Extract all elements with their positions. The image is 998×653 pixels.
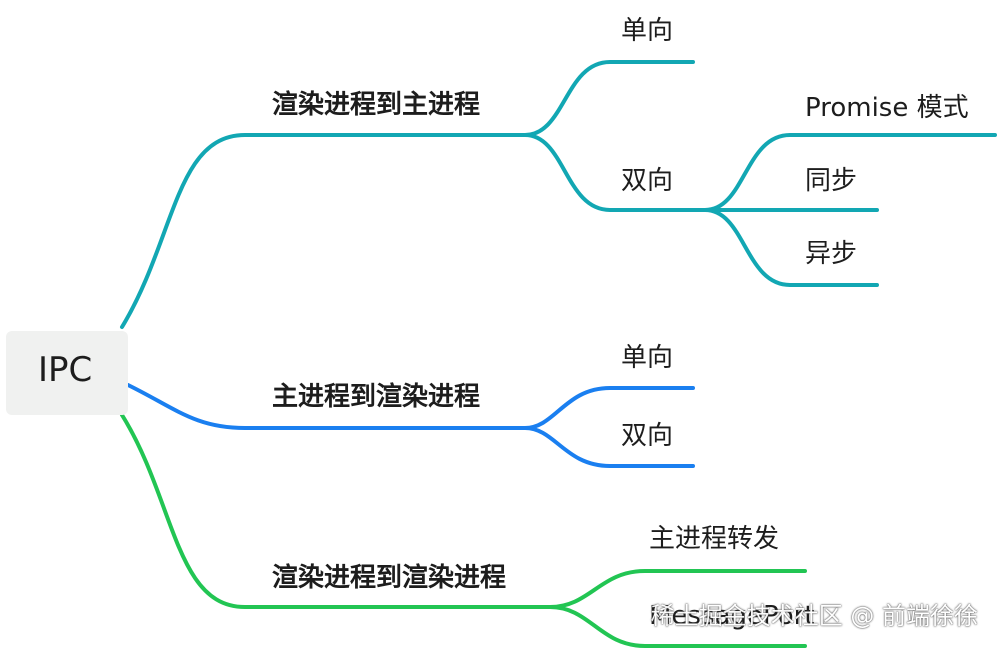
branch-main-to-render-label[interactable]: 主进程到渲染进程 — [272, 382, 481, 412]
connector-root-to-main-to-render — [126, 383, 527, 430]
connector-main-to-render-oneway — [523, 386, 695, 430]
connector-root-to-render-to-main — [120, 133, 527, 329]
connector-render-to-main-twoway — [523, 133, 707, 212]
connector-render-to-render-messageport — [548, 605, 807, 648]
connector-root-to-render-to-render — [120, 413, 552, 609]
twoway-promise-label[interactable]: Promise 模式 — [805, 93, 969, 123]
twoway-sync-label[interactable]: 同步 — [805, 166, 858, 196]
connector-render-to-render-forward — [548, 569, 807, 609]
render-to-render-messageport-label[interactable]: MessagePort — [649, 601, 815, 631]
connector-twoway-async — [703, 208, 879, 287]
connector-twoway-promise — [703, 133, 997, 212]
render-to-main-oneway-label[interactable]: 单向 — [621, 16, 674, 46]
twoway-async-label[interactable]: 异步 — [805, 239, 858, 269]
root-node[interactable] — [6, 331, 128, 415]
main-to-render-oneway-label[interactable]: 单向 — [621, 343, 674, 373]
main-to-render-twoway-label[interactable]: 双向 — [621, 421, 674, 451]
render-to-main-twoway-label[interactable]: 双向 — [621, 166, 674, 196]
connector-render-to-main-oneway — [523, 60, 695, 137]
branch-render-to-main-label[interactable]: 渲染进程到主进程 — [272, 90, 481, 120]
watermark: 稀土掘金技术社区 @ 前端徐徐 — [650, 602, 978, 630]
render-to-render-forward-label[interactable]: 主进程转发 — [649, 524, 780, 554]
connector-main-to-render-twoway — [523, 426, 695, 468]
root-label: IPC — [38, 350, 93, 390]
branch-render-to-render-label[interactable]: 渲染进程到渲染进程 — [272, 563, 507, 593]
